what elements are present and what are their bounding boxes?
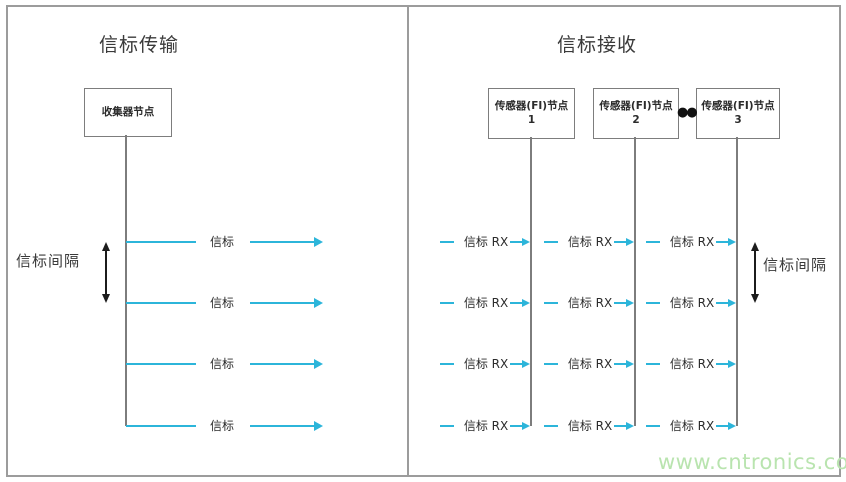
rx-arrow-shaft: [510, 302, 522, 304]
rx-arrow-shaft: [716, 425, 728, 427]
beacon-rx-label: 信标 RX: [567, 235, 613, 249]
right-panel-title: 信标接收: [556, 34, 638, 56]
beacon-arrow-head-icon: [314, 237, 323, 247]
beacon-arrow-shaft: [250, 241, 314, 243]
rx-arrow-shaft: [716, 241, 728, 243]
rx-dash-line: [544, 363, 558, 365]
rx-arrow-head-icon: [522, 422, 530, 430]
beacon-rx-label: 信标 RX: [463, 419, 509, 433]
diagram-border: [6, 5, 841, 477]
beacon-label: 信标: [209, 296, 234, 310]
interval-arrow-up-icon: [751, 242, 759, 251]
rx-arrow-head-icon: [522, 360, 530, 368]
rx-arrow-shaft: [510, 241, 522, 243]
rx-dash-line: [440, 302, 454, 304]
beacon-rx-label: 信标 RX: [567, 296, 613, 310]
rx-dash-line: [440, 241, 454, 243]
interval-arrow-down-icon: [751, 294, 759, 303]
sensor-node-line-3: [736, 137, 738, 426]
rx-arrow-head-icon: [728, 422, 736, 430]
rx-arrow-head-icon: [728, 238, 736, 246]
beacon-rx-label: 信标 RX: [669, 296, 715, 310]
beacon-arrow-shaft: [250, 425, 314, 427]
beacon-interval-label-left: 信标间隔: [16, 252, 81, 270]
rx-arrow-head-icon: [626, 422, 634, 430]
rx-arrow-shaft: [510, 425, 522, 427]
beacon-arrow-head-icon: [314, 359, 323, 369]
rx-arrow-head-icon: [522, 238, 530, 246]
sensor-node-box-2: 传感器(FI)节点 2: [593, 88, 679, 139]
sensor-node-line-1: [530, 137, 532, 426]
rx-dash-line: [646, 363, 660, 365]
beacon-rx-label: 信标 RX: [463, 296, 509, 310]
beacon-interval-label-right: 信标间隔: [763, 256, 828, 274]
rx-arrow-head-icon: [728, 299, 736, 307]
beacon-arrow-shaft: [250, 363, 314, 365]
interval-arrow-up-icon: [102, 242, 110, 251]
panel-divider: [407, 5, 409, 475]
interval-arrow-shaft: [105, 250, 107, 295]
beacon-branch-line: [126, 363, 196, 365]
beacon-rx-label: 信标 RX: [463, 357, 509, 371]
beacon-branch-line: [126, 302, 196, 304]
rx-arrow-head-icon: [728, 360, 736, 368]
beacon-rx-label: 信标 RX: [669, 357, 715, 371]
rx-arrow-shaft: [614, 302, 626, 304]
beacon-rx-label: 信标 RX: [567, 357, 613, 371]
rx-arrow-head-icon: [626, 299, 634, 307]
rx-dash-line: [646, 241, 660, 243]
beacon-arrow-head-icon: [314, 421, 323, 431]
beacon-rx-label: 信标 RX: [463, 235, 509, 249]
interval-arrow-down-icon: [102, 294, 110, 303]
beacon-rx-label: 信标 RX: [669, 235, 715, 249]
rx-arrow-shaft: [716, 302, 728, 304]
node-ellipsis-icon: ●●: [677, 105, 698, 120]
rx-dash-line: [440, 363, 454, 365]
rx-arrow-shaft: [614, 363, 626, 365]
sensor-node-label: 传感器(FI)节点: [599, 100, 673, 113]
beacon-label: 信标: [209, 419, 234, 433]
sensor-node-number: 1: [527, 113, 536, 126]
rx-dash-line: [544, 425, 558, 427]
beacon-arrow-head-icon: [314, 298, 323, 308]
beacon-branch-line: [126, 425, 196, 427]
sensor-node-label: 传感器(FI)节点: [494, 100, 569, 113]
rx-dash-line: [440, 425, 454, 427]
sensor-node-label: 传感器(FI)节点: [701, 100, 775, 113]
rx-arrow-shaft: [716, 363, 728, 365]
sensor-node-box-1: 传感器(FI)节点 1: [488, 88, 575, 139]
rx-arrow-head-icon: [522, 299, 530, 307]
sensor-node-line-2: [634, 137, 636, 426]
rx-dash-line: [544, 302, 558, 304]
beacon-rx-label: 信标 RX: [567, 419, 613, 433]
rx-dash-line: [646, 302, 660, 304]
rx-arrow-head-icon: [626, 238, 634, 246]
beacon-label: 信标: [209, 235, 234, 249]
sensor-node-number: 3: [734, 113, 742, 126]
rx-arrow-shaft: [614, 425, 626, 427]
rx-arrow-head-icon: [626, 360, 634, 368]
collector-node-label: 收集器节点: [101, 105, 155, 118]
beacon-branch-line: [126, 241, 196, 243]
interval-arrow-shaft: [754, 250, 756, 295]
left-panel-title: 信标传输: [98, 34, 180, 56]
beacon-label: 信标: [209, 357, 234, 371]
collector-trunk-line: [125, 135, 127, 426]
beacon-arrow-shaft: [250, 302, 314, 304]
rx-dash-line: [646, 425, 660, 427]
collector-node-box: 收集器节点: [84, 88, 172, 137]
watermark: www.cntronics.com: [658, 450, 846, 474]
sensor-node-box-3: 传感器(FI)节点 3: [696, 88, 780, 139]
beacon-rx-label: 信标 RX: [669, 419, 715, 433]
rx-arrow-shaft: [614, 241, 626, 243]
rx-arrow-shaft: [510, 363, 522, 365]
sensor-node-number: 2: [632, 113, 640, 126]
rx-dash-line: [544, 241, 558, 243]
